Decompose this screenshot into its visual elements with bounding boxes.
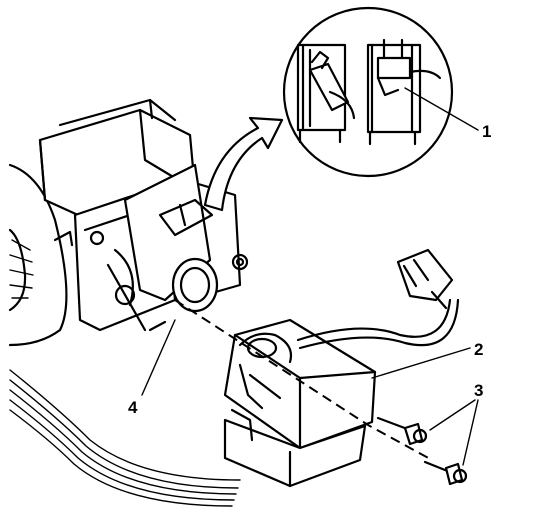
actuator-module [223, 248, 460, 488]
motor-housing [8, 98, 249, 347]
fastener-screws [376, 399, 479, 486]
alignment-line [174, 299, 433, 461]
magnify-arrow [203, 116, 284, 212]
leader-2 [371, 347, 471, 379]
inset-detail [282, 6, 479, 178]
wire-harness [9, 369, 241, 507]
callout-2: 2 [474, 340, 483, 359]
callout-1: 1 [482, 122, 491, 141]
callout-4: 4 [128, 398, 138, 417]
leader-4 [141, 319, 176, 396]
callout-3: 3 [474, 381, 483, 400]
